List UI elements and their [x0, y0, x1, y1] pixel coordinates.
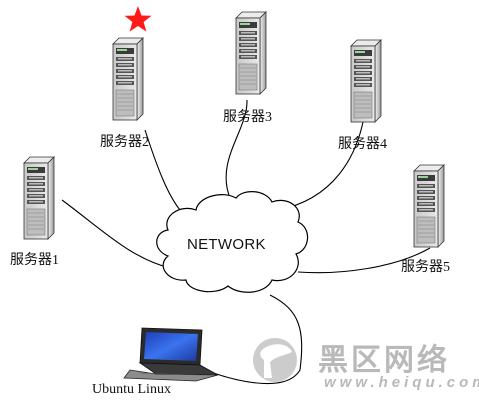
- server2-label: 服务器2: [100, 135, 149, 150]
- watermark-title: 黑区网络: [318, 343, 450, 378]
- server5-label: 服务器5: [401, 260, 450, 275]
- network-label: NETWORK: [187, 236, 266, 253]
- link-server5: [297, 247, 431, 274]
- server3-icon: [235, 11, 267, 95]
- server4-label: 服务器4: [338, 137, 387, 152]
- server1-label: 服务器1: [10, 253, 59, 268]
- link-server2: [144, 129, 181, 211]
- link-server3: [225, 99, 248, 199]
- watermark-logo: [253, 338, 297, 382]
- watermark-url: www.heiqu.com: [324, 374, 479, 391]
- server5-icon: [413, 164, 445, 248]
- star-icon: [124, 6, 152, 32]
- server4-icon: [350, 39, 382, 123]
- server1-icon: [23, 156, 55, 240]
- client-label: Ubuntu Linux: [92, 382, 171, 397]
- server3-label: 服务器3: [223, 110, 272, 125]
- network-cloud: [156, 191, 309, 293]
- laptop-icon: [123, 327, 219, 382]
- link-server1: [61, 199, 171, 269]
- server2-icon: [112, 37, 144, 121]
- link-client: [199, 294, 303, 385]
